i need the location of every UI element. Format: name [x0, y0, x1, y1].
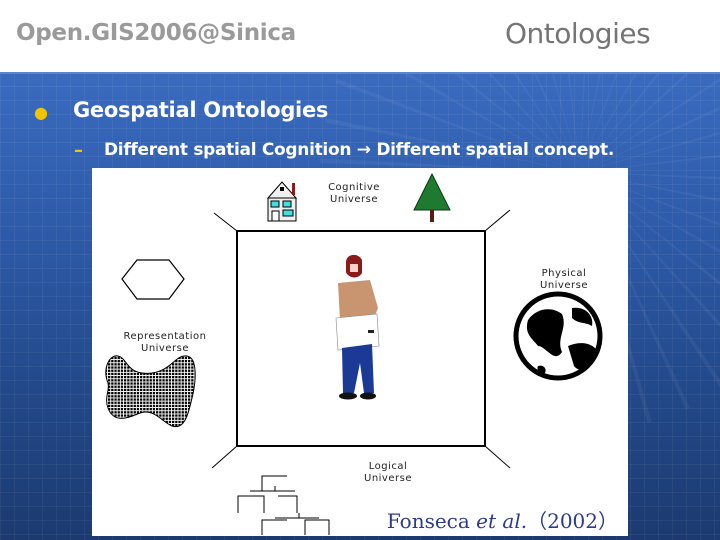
raster-grid-icon — [105, 355, 196, 428]
hexagon-icon — [121, 259, 185, 300]
slide-title: Ontologies — [505, 17, 651, 50]
tree-icon — [413, 172, 451, 222]
house-icon — [266, 181, 298, 222]
room-frame — [236, 230, 486, 447]
dash-icon: – — [74, 140, 83, 161]
globe-icon — [513, 291, 603, 381]
bullet-level2: Different spatial Cognition → Different … — [104, 140, 614, 160]
brand-text: Open.GIS2006@Sinica — [16, 20, 296, 46]
bullet-level1: Geospatial Ontologies — [73, 98, 329, 122]
header-divider — [0, 72, 720, 74]
person-icon — [335, 254, 380, 400]
citation: Fonseca et al.（2002） — [386, 509, 618, 533]
diagram-graphics — [105, 172, 603, 535]
slide-header: Open.GIS2006@Sinica Ontologies — [0, 0, 720, 72]
bullet-dot-icon: ● — [34, 103, 48, 122]
hierarchy-tree-icon — [237, 475, 330, 535]
